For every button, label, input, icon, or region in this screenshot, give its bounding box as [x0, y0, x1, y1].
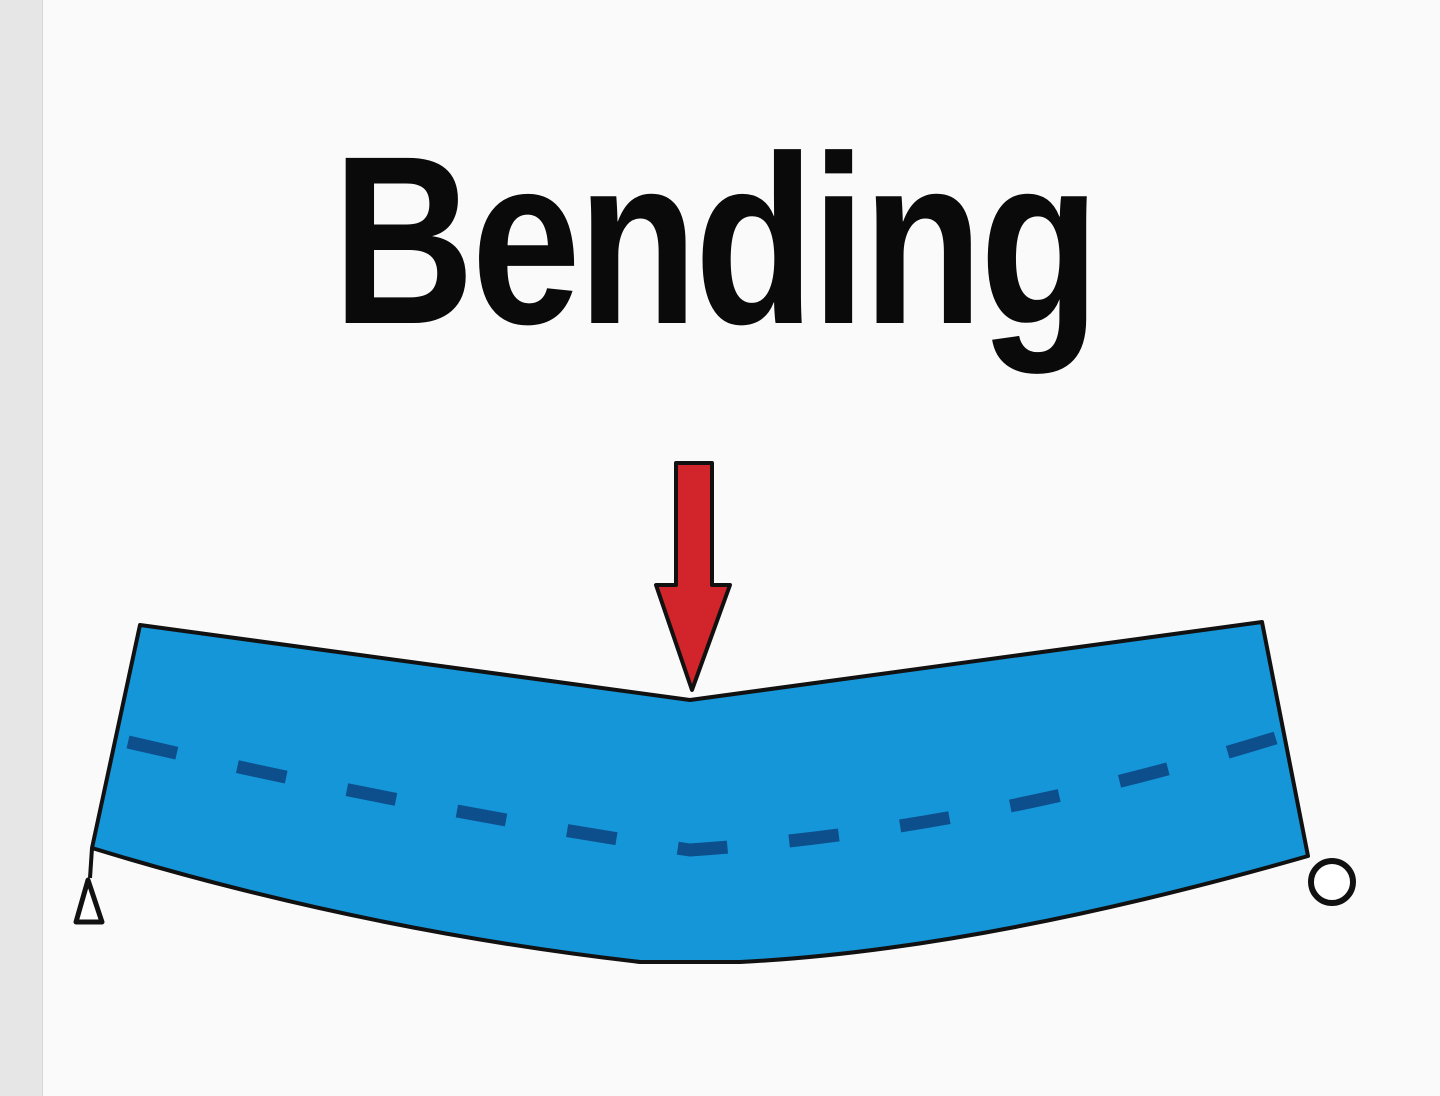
diagram-title: Bending — [332, 106, 1100, 374]
left-border-strip — [0, 0, 43, 1096]
neutral-axis-dashed-line — [126, 728, 1287, 857]
downward-arrow-icon — [654, 461, 732, 692]
pin-support-icon — [73, 847, 105, 925]
bent-beam — [90, 620, 1310, 964]
roller-support-icon — [1308, 858, 1356, 906]
